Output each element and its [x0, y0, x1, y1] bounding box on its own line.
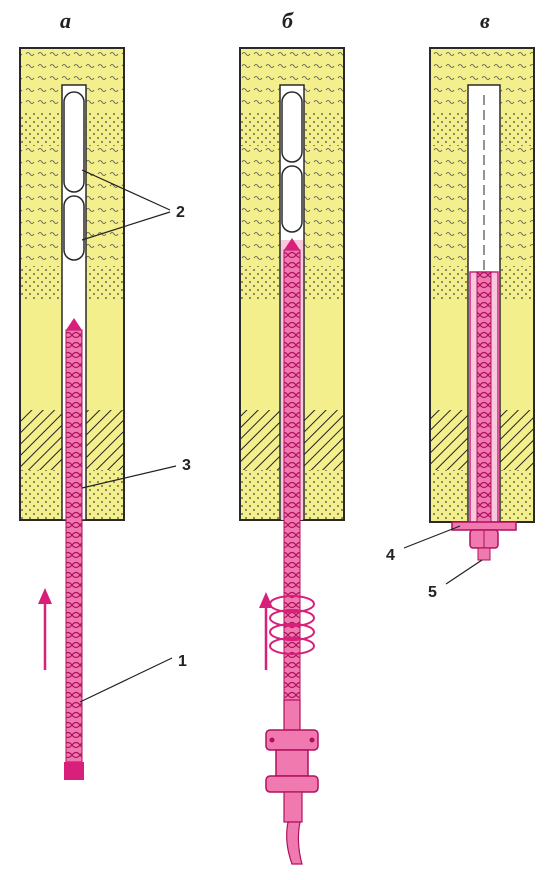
resin-capsule — [281, 165, 303, 233]
callout-3: 3 — [182, 457, 191, 474]
rebar-end — [64, 762, 84, 780]
arrow-up-icon — [38, 588, 52, 670]
panel-label-c: в — [480, 8, 490, 33]
panel-c: 4 5 — [386, 47, 535, 601]
arrow-up-icon — [259, 592, 273, 670]
resin-capsule — [281, 91, 303, 163]
rebar-rod-a — [65, 329, 83, 763]
callout-5: 5 — [428, 584, 437, 601]
callout-2: 2 — [176, 204, 185, 221]
panel-b — [239, 47, 345, 865]
resin-capsule — [63, 195, 85, 261]
panel-label-a: а — [60, 8, 71, 33]
bearing-plate — [451, 521, 517, 531]
rebar-rod-c — [476, 271, 492, 549]
resin-capsule — [63, 91, 85, 193]
rebar-tip — [66, 318, 82, 330]
drive-chuck — [265, 699, 319, 865]
rebar-rod-b — [283, 249, 301, 721]
callout-4: 4 — [386, 547, 395, 564]
callout-1: 1 — [178, 653, 187, 670]
panel-a: 2 3 1 — [19, 47, 191, 780]
panel-label-b: б — [282, 8, 294, 33]
nut-icon — [469, 529, 499, 561]
